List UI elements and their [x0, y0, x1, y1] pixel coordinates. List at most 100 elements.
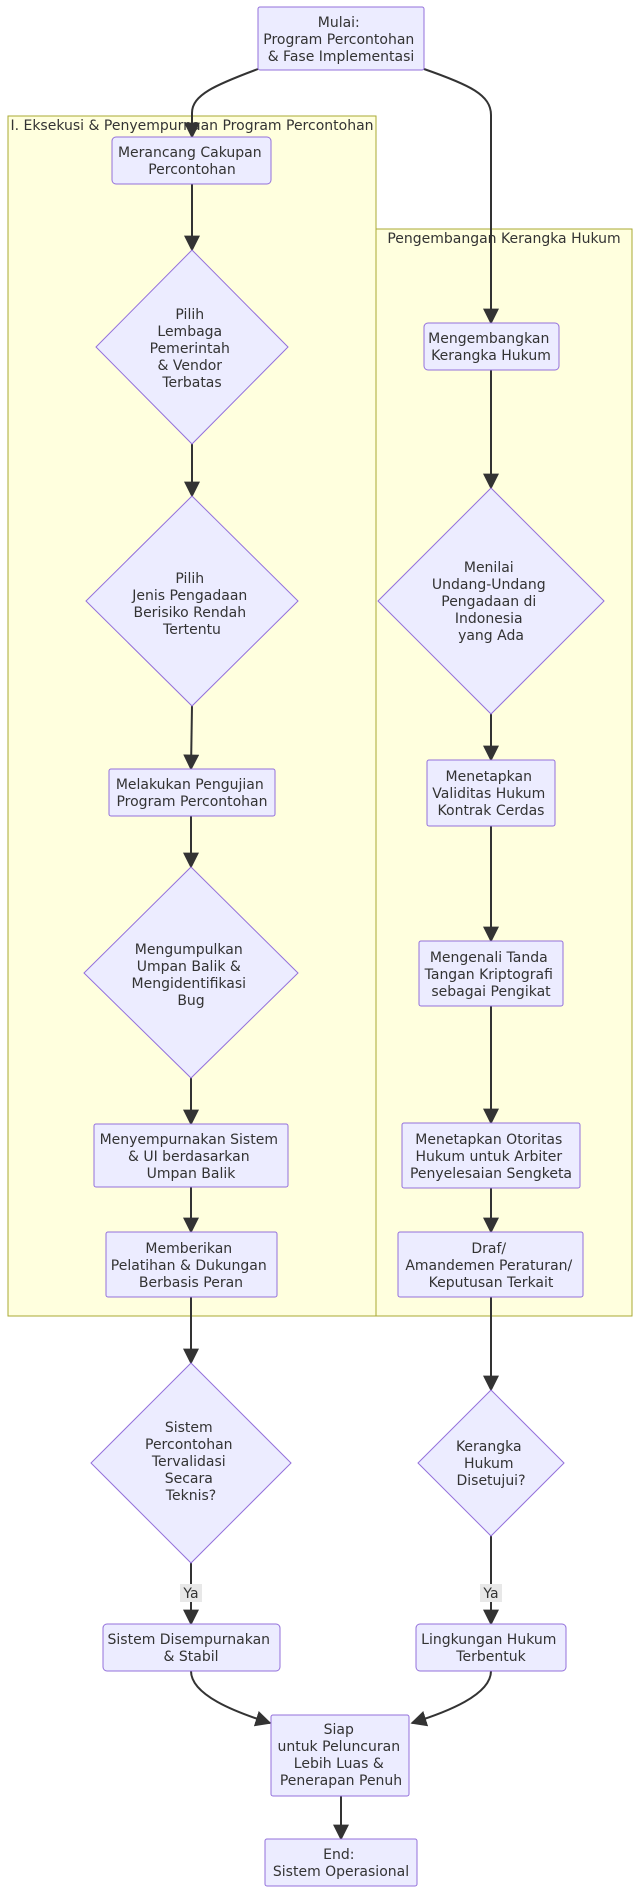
node-develop-legal-framework-line: Mengembangkan — [428, 331, 549, 347]
decision-select-procurement-type-line: Pilih — [175, 571, 204, 587]
decision-select-agencies-line: Terbatas — [161, 375, 221, 391]
node-arbiter-authority-line: Hukum untuk Arbiter — [415, 1149, 562, 1165]
decision-pilot-validated-line: Percontohan — [145, 1437, 233, 1453]
edge-or-to-ready — [410, 1670, 492, 1727]
node-training-support: Memberikan Pelatihan & Dukungan Berbasis… — [105, 1231, 278, 1298]
decision-collect-feedback-line: Bug — [177, 993, 204, 1009]
node-ready-for-rollout-line: Lebih Luas & — [294, 1756, 384, 1772]
node-draft-regulations-line: Amandemen Peraturan/ — [405, 1258, 572, 1274]
node-training-support-line: Pelatihan & Dukungan — [111, 1258, 267, 1274]
cluster-legal-framework-label: Pengembangan Kerangka Hukum — [387, 231, 620, 247]
node-pilot-testing: Melakukan Pengujian Program Percontohan — [108, 768, 276, 817]
node-pilot-testing-line: Program Percontohan — [116, 794, 267, 810]
node-arbiter-authority: Menetapkan Otoritas Hukum untuk Arbiter … — [401, 1122, 581, 1189]
decision-assess-laws-line: Undang-Undang — [432, 577, 546, 593]
svg-text:Mengembangkan Kerangka H: Mengembangkan Kerangka Hukum — [428, 331, 554, 364]
node-smart-contract-validity-line: Kontrak Cerdas — [438, 803, 545, 819]
node-end: End: Sistem Operasional — [264, 1838, 418, 1887]
edges — [183, 68, 499, 1841]
node-refine-system: Menyempurnakan Sistem & UI berdasarkan U… — [93, 1123, 289, 1188]
decision-framework-approved-line: Hukum — [464, 1456, 514, 1472]
node-legal-environment-line: Lingkungan Hukum — [421, 1632, 556, 1648]
node-design-pilot-scope: Merancang Cakupan Percontohan — [111, 136, 272, 185]
node-system-refined-line: Sistem Disempurnakan — [108, 1632, 271, 1648]
node-design-pilot-scope-line: Percontohan — [148, 162, 236, 178]
node-refine-system-line: & UI berdasarkan — [128, 1149, 250, 1165]
node-draft-regulations-line: Draf/ — [471, 1241, 506, 1257]
svg-text:Merancang Cakupan Percon: Merancang Cakupan Percontohan — [118, 145, 266, 178]
svg-text:Mengumpulkan Umpan Balik: Mengumpulkan Umpan Balik & Mengidentifik… — [132, 942, 251, 1009]
svg-text:Mulai: Program Percontoh: Mulai: Program Percontohan & Fase Implem… — [263, 15, 419, 65]
svg-text:Sistem Percontohan: Sistem Percontohan Tervalidasi Secara Te… — [145, 1420, 237, 1504]
decision-assess-laws-line: Pengadaan di — [441, 594, 536, 610]
node-draft-regulations: Draf/ Amandemen Peraturan/ Keputusan Ter… — [397, 1231, 584, 1298]
decision-select-agencies-line: Lembaga — [157, 324, 222, 340]
node-develop-legal-framework-line: Kerangka Hukum — [431, 348, 551, 364]
node-crypto-signature-line: Mengenali Tanda — [430, 950, 548, 966]
svg-text:Pilih Jenis Pengadaan: Pilih Jenis Pengadaan Berisiko Rendah Te… — [131, 571, 252, 638]
decision-select-agencies-line: & Vendor — [157, 358, 222, 374]
edge-start-to-r1 — [423, 68, 499, 325]
node-system-refined: Sistem Disempurnakan & Stabil — [102, 1623, 281, 1672]
svg-text:Memberikan Pelatihan & D: Memberikan Pelatihan & Dukungan Berbasis… — [111, 1241, 271, 1291]
decision-assess-laws-line: Menilai — [464, 560, 514, 576]
svg-text:Pilih Lembaga Peme: Pilih Lembaga Pemerintah & Vendor Terbat… — [150, 307, 235, 391]
edge-label-yes-right: Ya — [480, 1584, 502, 1602]
decision-select-procurement-type: Pilih Jenis Pengadaan Berisiko Rendah Te… — [85, 495, 299, 707]
decision-assess-laws-line: yang Ada — [458, 628, 524, 644]
node-draft-regulations-line: Keputusan Terkait — [429, 1275, 554, 1291]
node-pilot-testing-line: Melakukan Pengujian — [116, 777, 264, 793]
decision-pilot-validated-line: Teknis? — [165, 1488, 216, 1504]
node-smart-contract-validity-line: Menetapkan — [446, 769, 532, 785]
node-arbiter-authority-line: Penyelesaian Sengketa — [410, 1166, 572, 1182]
decision-select-procurement-type-line: Tertentu — [162, 622, 221, 638]
node-start-line: & Fase Implementasi — [268, 49, 415, 65]
svg-text:Kerangka Hukum Dis: Kerangka Hukum Disetujui? — [456, 1439, 526, 1489]
node-smart-contract-validity-line: Validitas Hukum — [432, 786, 545, 802]
decision-select-agencies-line: Pemerintah — [150, 341, 230, 357]
node-crypto-signature-line: Tangan Kriptografi — [424, 967, 553, 983]
node-crypto-signature: Mengenali Tanda Tangan Kriptografi sebag… — [418, 940, 564, 1007]
node-legal-environment-line: Terbentuk — [455, 1649, 526, 1665]
edge-ol-to-ready — [190, 1670, 272, 1727]
node-start: Mulai: Program Percontohan & Fase Implem… — [257, 6, 425, 71]
edge-label-yes-left-text: Ya — [182, 1586, 198, 1602]
node-training-support-line: Berbasis Peran — [139, 1275, 243, 1291]
node-end-line: End: — [323, 1847, 354, 1863]
node-ready-for-rollout-line: untuk Peluncuran — [277, 1739, 400, 1755]
node-system-refined-line: & Stabil — [164, 1649, 219, 1665]
svg-text:Sistem Disempurnakan & S: Sistem Disempurnakan & Stabil — [108, 1632, 275, 1665]
svg-text:Melakukan Pengujian Prog: Melakukan Pengujian Program Percontohan — [116, 777, 268, 810]
decision-framework-approved-line: Kerangka — [456, 1439, 522, 1455]
node-ready-for-rollout-line: Penerapan Penuh — [280, 1773, 402, 1789]
node-start-line: Program Percontohan — [263, 32, 414, 48]
decision-select-agencies-line: Pilih — [175, 307, 204, 323]
node-smart-contract-validity: Menetapkan Validitas Hukum Kontrak Cerda… — [426, 759, 556, 827]
svg-text:Menilai Undang-Undang: Menilai Undang-Undang Pengadaan di Indon… — [432, 560, 550, 644]
svg-text:Mengenali Tanda Tangan K: Mengenali Tanda Tangan Kriptografi sebag… — [424, 950, 558, 1000]
decision-pilot-validated-line: Sistem — [165, 1420, 213, 1436]
node-start-line: Mulai: — [318, 15, 360, 31]
node-refine-system-line: Menyempurnakan Sistem — [100, 1132, 278, 1148]
edge-label-yes-right-text: Ya — [482, 1586, 498, 1602]
edge-l3-to-l4 — [183, 705, 200, 771]
node-crypto-signature-line: sebagai Pengikat — [431, 984, 551, 1000]
decision-select-procurement-type-line: Jenis Pengadaan — [131, 588, 247, 604]
node-end-line: Sistem Operasional — [273, 1864, 409, 1880]
svg-text:Lingkungan Hukum Terbent: Lingkungan Hukum Terbentuk — [421, 1632, 561, 1665]
node-ready-for-rollout-line: Siap — [324, 1722, 354, 1738]
decision-framework-approved-line: Disetujui? — [456, 1473, 525, 1489]
decision-collect-feedback: Mengumpulkan Umpan Balik & Mengidentifik… — [83, 866, 299, 1079]
svg-text:Siap untuk Peluncuran: Siap untuk Peluncuran Lebih Luas & Pener… — [277, 1722, 404, 1789]
decision-collect-feedback-line: Mengidentifikasi — [132, 976, 247, 992]
node-design-pilot-scope-line: Merancang Cakupan — [118, 145, 262, 161]
node-legal-environment: Lingkungan Hukum Terbentuk — [415, 1623, 567, 1672]
svg-text:Menetapkan Validitas Huk: Menetapkan Validitas Hukum Kontrak Cerda… — [432, 769, 549, 819]
decision-framework-approved: Kerangka Hukum Disetujui? — [417, 1389, 565, 1537]
node-ready-for-rollout: Siap untuk Peluncuran Lebih Luas & Pener… — [270, 1714, 410, 1797]
decision-collect-feedback-line: Mengumpulkan — [135, 942, 243, 958]
decision-pilot-validated: Sistem Percontohan Tervalidasi Secara Te… — [90, 1362, 292, 1564]
decision-pilot-validated-line: Secara — [165, 1471, 213, 1487]
node-develop-legal-framework: Mengembangkan Kerangka Hukum — [423, 322, 560, 371]
